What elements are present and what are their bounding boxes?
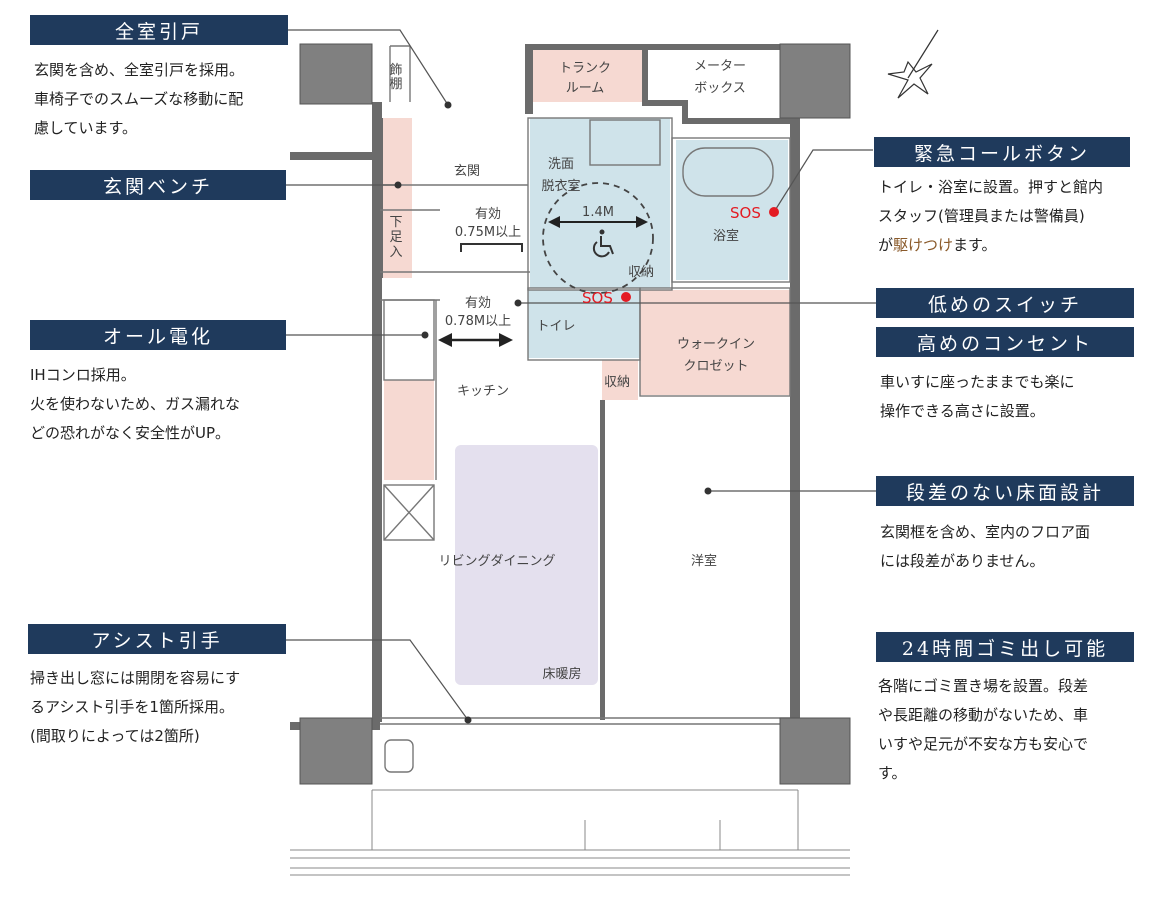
balcony <box>290 789 850 876</box>
living-label: リビングダイニング <box>438 554 555 569</box>
high-outlet-title: 高めのコンセント <box>876 327 1134 357</box>
washroom-label-1: 洗面 <box>548 157 574 172</box>
meter-box-label-2: ボックス <box>694 81 746 96</box>
shoe-box-label-1: 下 <box>389 215 402 230</box>
shelf-label-1: 飾 <box>389 63 402 78</box>
compass-icon <box>887 29 939 99</box>
emergency-call-text-highlight: 駆けつけ <box>893 236 954 254</box>
toilet-label: トイレ <box>536 319 575 334</box>
turning-circle <box>542 182 654 294</box>
leader-lines <box>286 29 876 721</box>
walk-in-zone <box>640 290 792 395</box>
western-room-label: 洋室 <box>691 553 717 569</box>
storage-zone <box>602 360 638 400</box>
sos-label-bath: SOS <box>730 204 761 222</box>
low-switch-title: 低めのスイッチ <box>876 288 1134 318</box>
walk-in-label-1: ウォークイン <box>677 337 755 352</box>
emergency-call-title: 緊急コールボタン <box>874 137 1130 167</box>
emergency-call-text-before: トイレ・浴室に設置。押すと館内 スタッフ(管理員または警備員) が <box>878 178 1104 254</box>
storage-label-b: 収納 <box>604 375 630 390</box>
washroom-zone <box>530 118 670 288</box>
garbage-24h-text: 各階にゴミ置き場を設置。段差 や長距離の移動がないため、車 いすや足元が不安な方… <box>878 677 1089 782</box>
all-electric-text: IHコンロ採用。 火を使わないため、ガス漏れな どの恐れがなく安全性がUP。 <box>30 366 241 442</box>
trunk-room-zone <box>530 50 642 102</box>
shoe-box-label-3: 入 <box>389 245 402 260</box>
trunk-room-label-1: トランク <box>559 61 611 76</box>
assist-handle-title: アシスト引手 <box>28 624 286 654</box>
trunk-room-label-2: ルーム <box>566 81 605 96</box>
turn-circle-label: 1.4M <box>582 205 614 220</box>
barrier-free-title: 段差のない床面設計 <box>876 476 1134 506</box>
sliding-doors-text: 玄関を含め、全室引戸を採用。 車椅子でのスムーズな移動に配 慮しています。 <box>34 61 245 137</box>
door-width-2-label-b: 0.78M以上 <box>445 314 511 329</box>
sos-label-toilet: SOS <box>582 289 613 307</box>
shoe-box-label-2: 足 <box>389 230 402 245</box>
garbage-24h-title: 24時間ゴミ出し可能 <box>876 632 1134 662</box>
sos-dot-bath <box>769 207 779 217</box>
floor-heating-label: 床暖房 <box>542 666 581 682</box>
entrance-bench-title: 玄関ベンチ <box>30 170 286 200</box>
all-electric-title: オール電化 <box>30 320 286 350</box>
door-width-bracket <box>460 243 523 252</box>
washroom-label-2: 脱衣室 <box>541 178 580 194</box>
meter-box-label-1: メーター <box>694 59 746 74</box>
toilet-zone <box>528 290 640 358</box>
high-outlet-text: 車いすに座ったままでも楽に 操作できる高さに設置。 <box>880 373 1075 420</box>
pillars <box>299 43 851 785</box>
walk-in-label-2: クロゼット <box>683 359 748 374</box>
floor-heating-zone <box>455 445 598 685</box>
sos-dot-toilet <box>621 292 631 302</box>
shoe-box-zone <box>380 118 412 278</box>
bath-zone <box>676 140 788 280</box>
door-width-1-label-a: 有効 <box>475 207 501 222</box>
sliding-doors-title: 全室引戸 <box>30 15 288 45</box>
bath-label: 浴室 <box>713 228 739 244</box>
assist-handle-text: 掃き出し窓には開閉を容易にす るアシスト引手を1箇所採用。 (間取りによっては2… <box>30 669 241 745</box>
interior-lines <box>380 45 791 773</box>
emergency-call-text-after: ます。 <box>953 236 997 254</box>
kitchen-counter-zone <box>384 380 434 480</box>
leader-dots <box>394 101 712 724</box>
shelf-label-2: 棚 <box>389 77 402 92</box>
door-width-1-label-b: 0.75M以上 <box>455 225 521 240</box>
barrier-free-text: 玄関框を含め、室内のフロア面 には段差がありません。 <box>880 523 1091 570</box>
door-width-2-label-a: 有効 <box>465 296 491 311</box>
emergency-call-text: トイレ・浴室に設置。押すと館内 スタッフ(管理員または警備員) が駆けつけます。 <box>878 173 1103 260</box>
storage-label-a: 収納 <box>628 265 654 280</box>
entrance-label: 玄関 <box>454 164 480 179</box>
wheelchair-icon <box>592 229 614 258</box>
kitchen-label: キッチン <box>457 384 509 399</box>
